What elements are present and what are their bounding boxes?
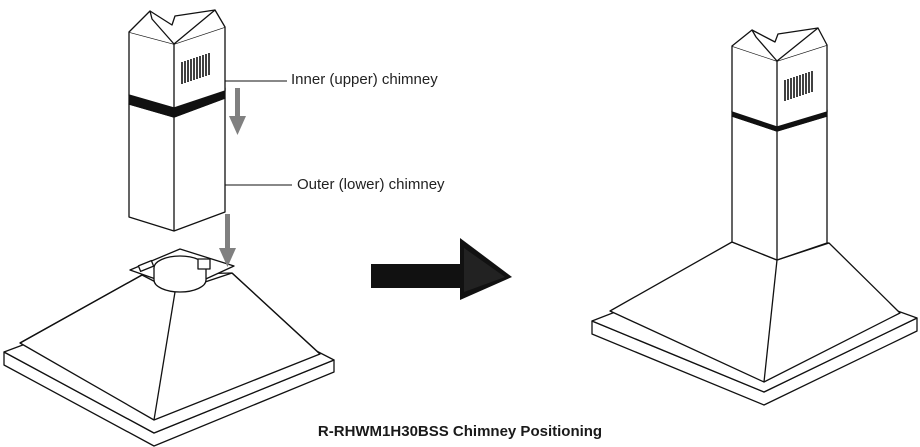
right-arrow-icon: [371, 238, 512, 300]
down-arrow-icon: [229, 88, 246, 135]
inner-chimney-label: Inner (upper) chimney: [291, 71, 438, 88]
outer-lower-chimney: [128, 87, 226, 232]
down-arrow-icon: [219, 214, 236, 267]
figure-caption: R-RHWM1H30BSS Chimney Positioning: [317, 423, 603, 440]
inner-upper-chimney: [128, 9, 226, 109]
right-hood-assembled: [591, 27, 918, 406]
vent-slots: [181, 53, 210, 84]
left-hood-canopy: [3, 272, 335, 447]
left-hood-assembly: [3, 9, 335, 447]
duct-collar: [129, 248, 235, 293]
outer-chimney-label: Outer (lower) chimney: [297, 176, 445, 193]
